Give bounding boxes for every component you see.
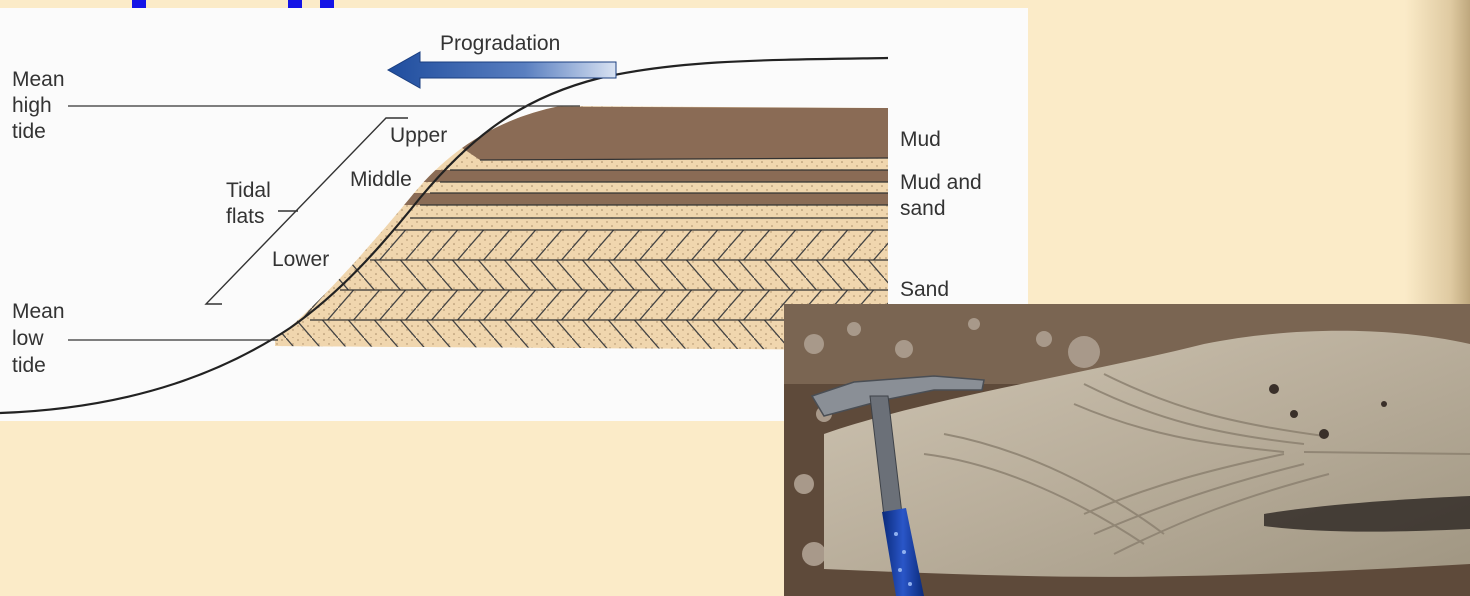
tidal-flats-label-2: flats [226,205,265,228]
mud-and-sand-label-2: sand [900,197,946,220]
tidal-flats-label-1: Tidal [226,179,271,202]
mean-high-tide-label-3: tide [12,120,46,143]
mean-high-tide-label-2: high [12,94,52,117]
mud-and-sand-label-1: Mud and [900,171,982,194]
outcrop-photo [784,304,1470,596]
upper-zone-label: Upper [390,124,447,147]
shoreline-profile [0,56,889,415]
progradation-arrow [386,51,617,89]
lower-zone-label: Lower [272,248,329,271]
middle-zone-label: Middle [350,168,412,191]
mean-low-tide-label-1: Mean [12,300,65,323]
sand-label: Sand [900,278,949,301]
slide-title-fragment [132,0,334,8]
mean-low-tide-label-2: low [12,327,44,350]
mud-label: Mud [900,128,941,151]
mean-low-tide-label-3: tide [12,354,46,377]
progradation-label: Progradation [440,32,560,55]
mean-high-tide-label-1: Mean [12,68,65,91]
rock-hammer [810,375,985,596]
